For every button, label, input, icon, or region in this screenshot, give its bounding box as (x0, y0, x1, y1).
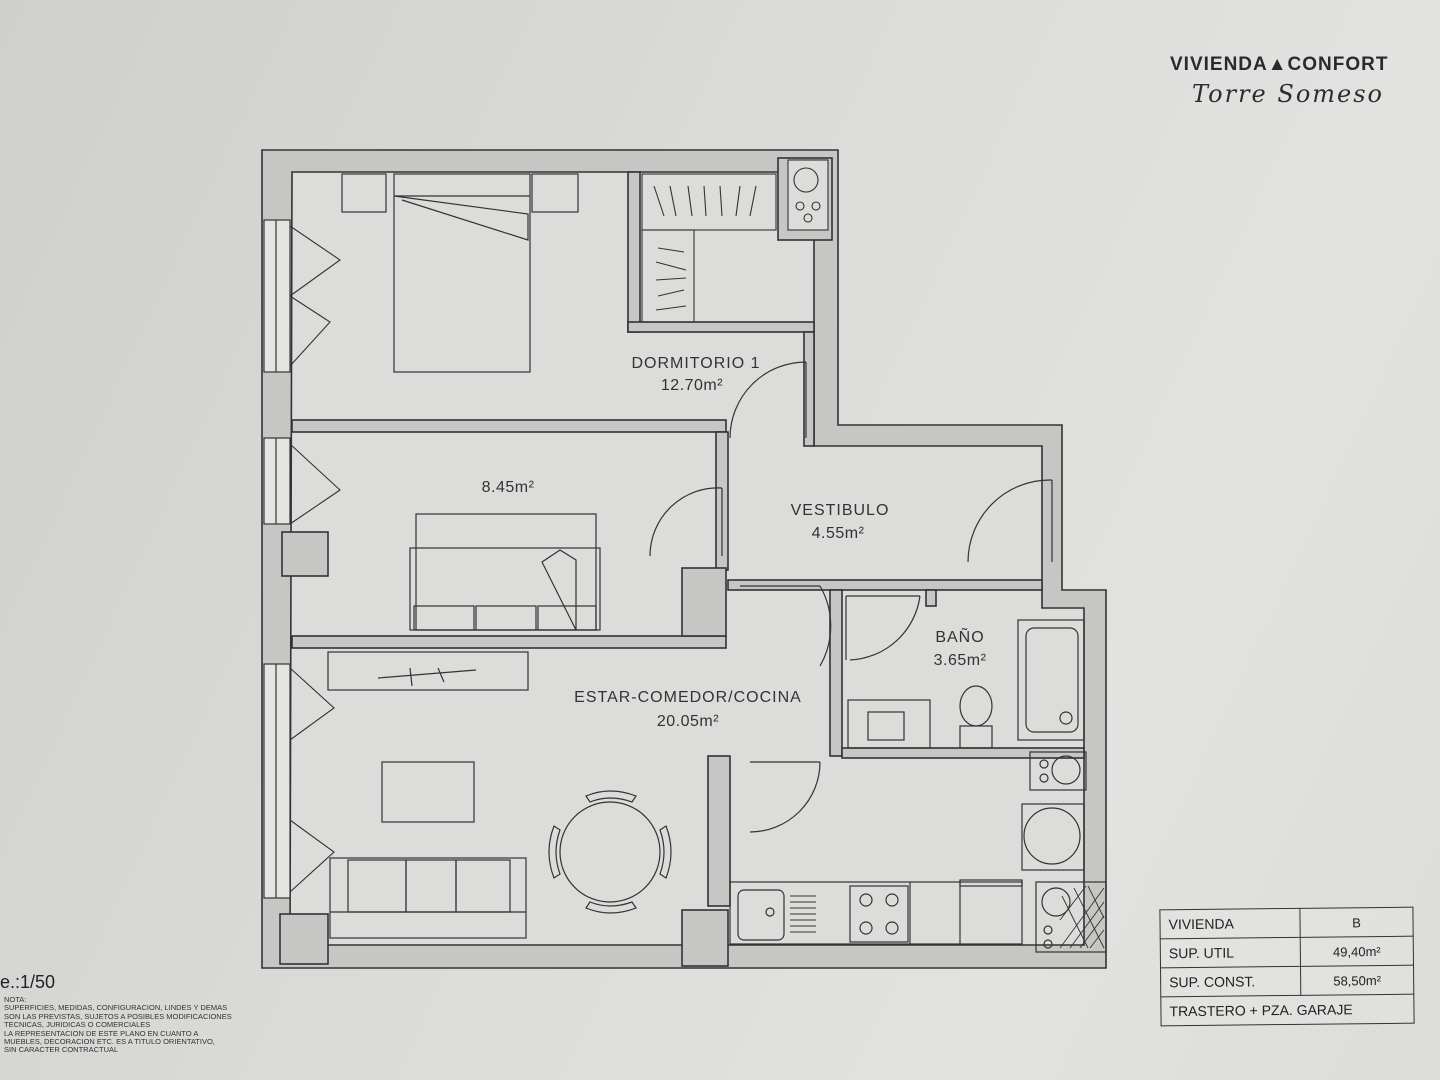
info-value: 49,40m² (1300, 936, 1414, 967)
info-label: TRASTERO + PZA. GARAJE (1160, 994, 1415, 1026)
room-label-bano: BAÑO (935, 626, 984, 646)
info-label: VIVIENDA (1159, 908, 1301, 939)
coffee-table (381, 761, 475, 823)
room-labels: DORMITORIO 1 12.70m² 8.45m² VESTIBULO 4.… (482, 355, 987, 730)
dining-table (548, 790, 672, 914)
window-leaves (289, 225, 341, 893)
tv-unit (327, 651, 529, 691)
sofa-bed (409, 513, 601, 631)
sofa (329, 857, 527, 939)
windows (263, 219, 291, 899)
brand-logo: VIVIENDA▲CONFORT (1170, 54, 1389, 75)
note-line: MUEBLES, DECORACION ETC. ES A TITULO ORI… (4, 1037, 215, 1047)
disclaimer-note: NOTA: SUPERFICIES, MEDIDAS, CONFIGURACIO… (4, 995, 274, 1055)
note-line: SUPERFICIES, MEDIDAS, CONFIGURACION, LIN… (4, 1003, 228, 1013)
table-row: TRASTERO + PZA. GARAJE (1160, 994, 1415, 1026)
unit-info-table: VIVIENDA B SUP. UTIL 49,40m² SUP. CONST.… (1159, 907, 1415, 1027)
doors (649, 361, 1053, 833)
room-area-dormitorio: 12.70m² (661, 377, 723, 394)
note-line: TECNICAS, JURIDICAS O COMERCIALES (4, 1020, 151, 1030)
appliances (1021, 751, 1107, 953)
exterior-walls (261, 149, 1107, 969)
brand-subtitle: Torre Someso (1192, 80, 1384, 108)
wardrobe (641, 173, 777, 323)
boiler (787, 159, 829, 231)
info-label: SUP. UTIL (1160, 937, 1301, 968)
bathtub (1017, 619, 1085, 741)
info-label: SUP. CONST. (1160, 966, 1301, 997)
toilet (959, 685, 993, 749)
room-area-estar: 20.05m² (657, 713, 719, 730)
info-value: 58,50m² (1300, 965, 1414, 996)
scale-label: e.:1/50 (0, 972, 56, 992)
room-label-dormitorio: DORMITORIO 1 (631, 355, 760, 372)
info-value: B (1299, 907, 1414, 938)
room-area-bedroom-2: 8.45m² (482, 479, 535, 496)
washbasin (847, 699, 931, 749)
room-area-vestibulo: 4.55m² (812, 525, 865, 542)
note-title: NOTA: (4, 995, 27, 1004)
table-row: SUP. UTIL 49,40m² (1160, 936, 1414, 968)
interior-walls (279, 157, 1085, 967)
kitchen-counter (729, 879, 1023, 945)
room-area-bano: 3.65m² (934, 652, 987, 669)
note-line: SIN CARACTER CONTRACTUAL (4, 1045, 119, 1055)
room-label-estar: ESTAR-COMEDOR/COCINA (574, 689, 802, 706)
bed (341, 173, 579, 373)
table-row: SUP. CONST. 58,50m² (1160, 965, 1414, 997)
note-line: LA REPRESENTACION DE ESTE PLANO EN CUANT… (4, 1028, 199, 1038)
note-line: SON LAS PREVISTAS, SUJETOS A POSIBLES MO… (4, 1011, 232, 1021)
table-row: VIVIENDA B (1159, 907, 1414, 939)
room-label-vestibulo: VESTIBULO (791, 502, 890, 519)
